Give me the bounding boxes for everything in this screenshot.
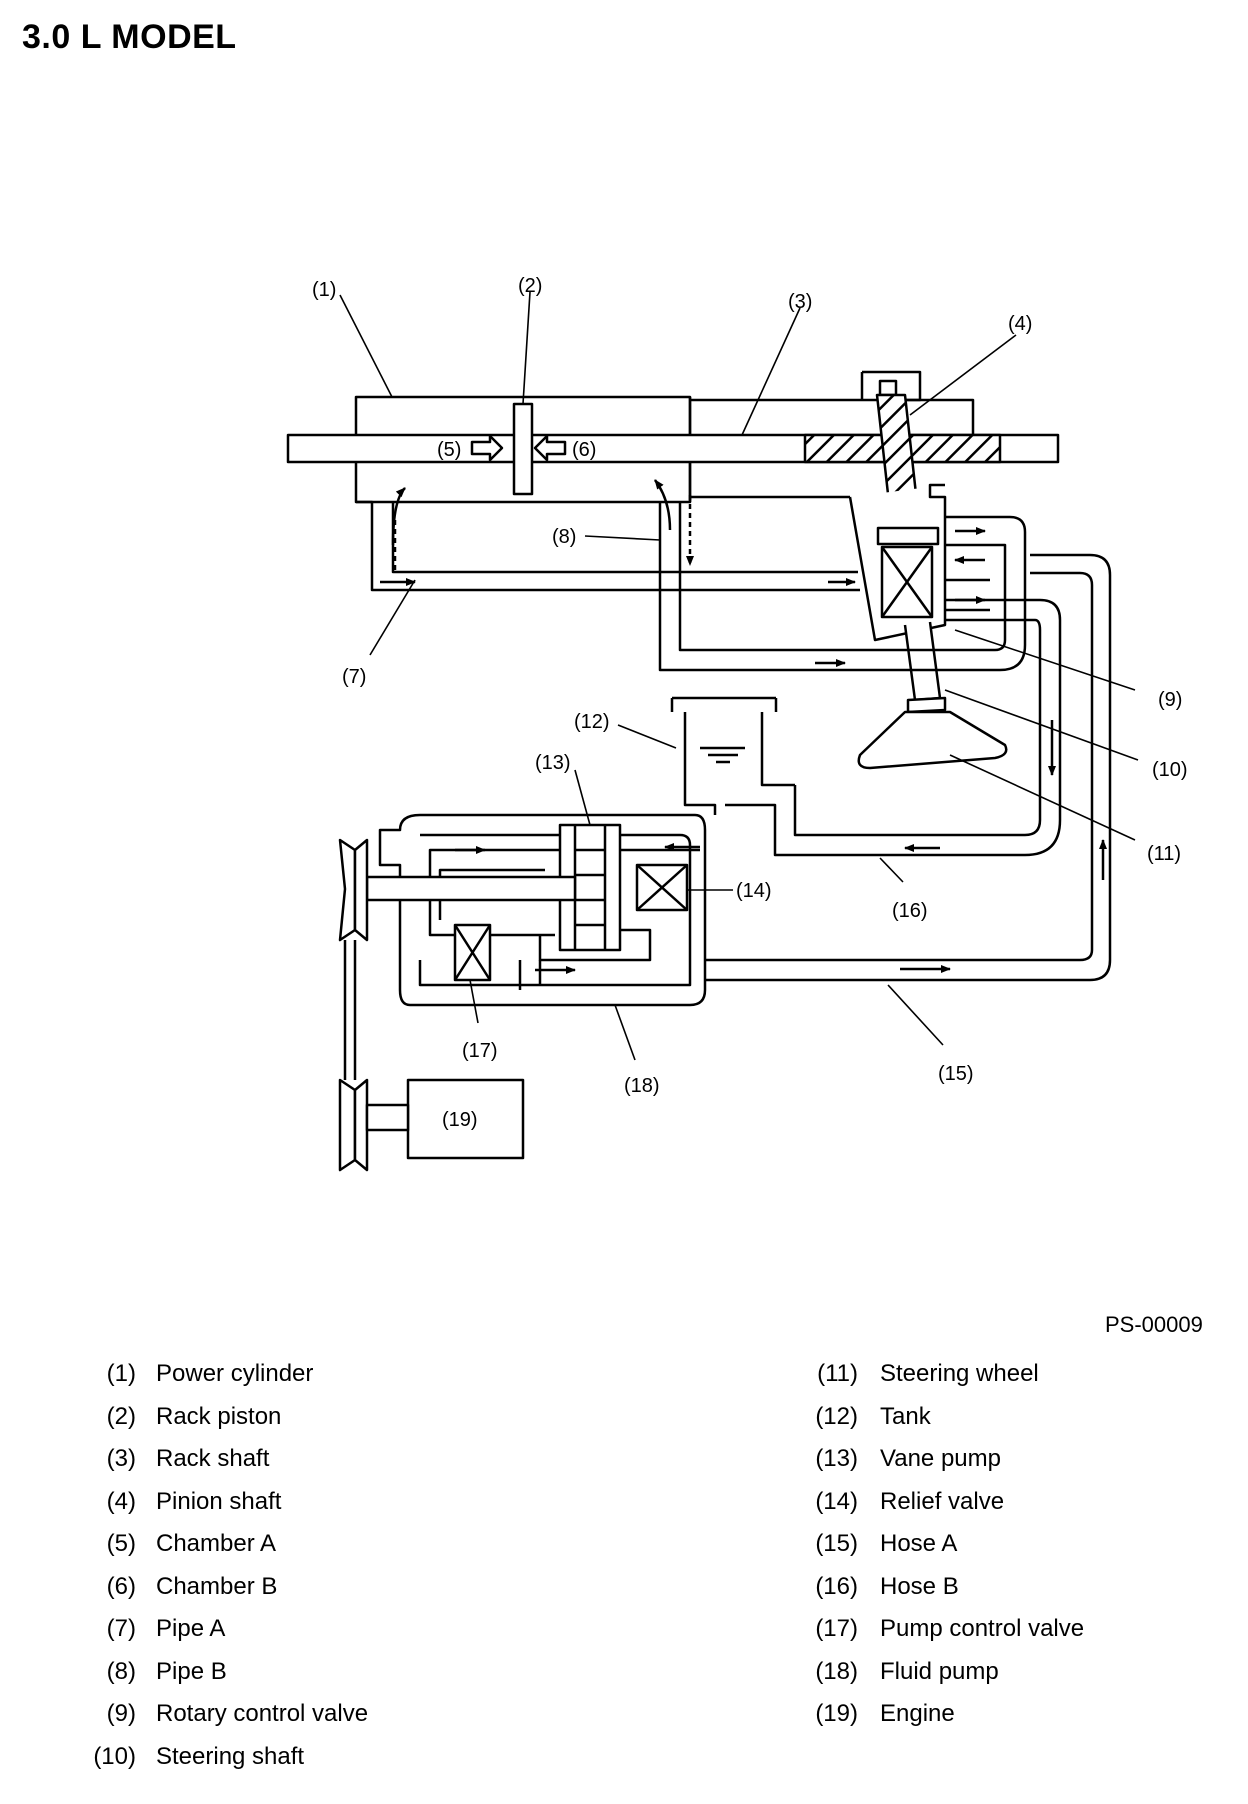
engine [406, 1078, 525, 1160]
steering-wheel [857, 710, 1008, 770]
legend-item: (7)Pipe A [106, 1615, 226, 1642]
legend-item: (11)Steering wheel [817, 1360, 1039, 1387]
legend-item: (14)Relief valve [815, 1487, 1005, 1515]
legend-item: (19)Engine [815, 1700, 955, 1727]
callout-15: (15) [938, 1063, 974, 1085]
pipe-a [356, 500, 860, 592]
pinion-shaft [860, 370, 922, 514]
legend-item: (5)Chamber A [106, 1530, 277, 1557]
legend-item: (13)Vane pump [815, 1445, 1001, 1472]
callout-14: (14) [736, 880, 772, 902]
legend-item: (16)Hose B [815, 1572, 959, 1600]
pump-control-valve [453, 923, 492, 982]
callout-10: (10) [1152, 759, 1188, 781]
legend-item: (15)Hose A [815, 1530, 958, 1557]
legend-item: (8)Pipe B [106, 1657, 227, 1685]
legend-item: (3)Rack shaft [106, 1445, 270, 1472]
callout-7: (7) [342, 666, 366, 688]
callout-19: (19) [442, 1109, 478, 1131]
page-title: 3.0 L MODEL [22, 18, 237, 56]
legend-item: (6)Chamber B [106, 1572, 278, 1600]
rotary-control-valve [848, 483, 947, 642]
callout-2: (2) [518, 275, 542, 297]
legend-item: (9)Rotary control valve [106, 1700, 369, 1727]
legend-item: (12)Tank [815, 1402, 931, 1430]
rack-shaft [286, 433, 1060, 464]
callout-5: (5) [437, 439, 461, 461]
pipe-b [658, 502, 1027, 672]
relief-valve [635, 863, 689, 912]
callout-13: (13) [535, 752, 571, 774]
callout-17: (17) [462, 1040, 498, 1062]
callout-4: (4) [1008, 313, 1032, 335]
steering-shaft [903, 621, 942, 702]
callout-16: (16) [892, 900, 928, 922]
tank [670, 696, 795, 815]
callout-9: (9) [1158, 689, 1182, 711]
legend-item: (1)Power cylinder [106, 1360, 314, 1387]
legend-right: (11)Steering wheel (12)Tank (13)Vane pum… [700, 1360, 1200, 1743]
callout-12: (12) [574, 711, 610, 733]
legend-item: (18)Fluid pump [815, 1657, 999, 1685]
callout-18: (18) [624, 1075, 660, 1097]
callout-1: (1) [312, 279, 336, 301]
legend-left: (1)Power cylinder (2)Rack piston (3)Rack… [0, 1360, 560, 1785]
legend-item: (2)Rack piston [106, 1402, 282, 1430]
figure-id: PS-00009 [1105, 1312, 1203, 1337]
callout-labels: (1) (2) (3) (4) (5) (6) (7) (8) (9) (10)… [312, 275, 1188, 1131]
callout-3: (3) [788, 291, 812, 313]
hose-a [705, 553, 1112, 982]
callout-11: (11) [1147, 843, 1181, 865]
legend-item: (4)Pinion shaft [106, 1487, 282, 1515]
power-steering-diagram: (1) (2) (3) (4) (5) (6) (7) (8) (9) (10)… [286, 275, 1188, 1172]
legend-item: (17)Pump control valve [815, 1615, 1085, 1642]
legend-item: (10)Steering shaft [93, 1742, 305, 1770]
hose-b [725, 598, 1062, 857]
callout-6: (6) [572, 439, 596, 461]
rack-piston [512, 402, 534, 496]
callout-8: (8) [552, 526, 576, 548]
